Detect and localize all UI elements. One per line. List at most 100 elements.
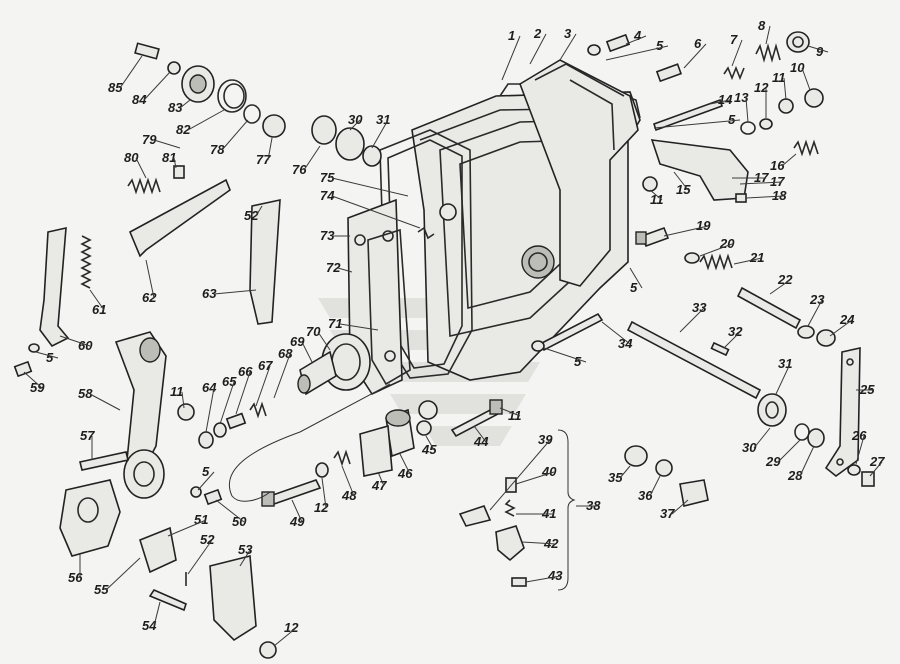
leader-line-62 [145,259,155,299]
bearing-76 [311,115,337,145]
leader-line-2 [529,33,547,65]
callout-30: 30 [742,440,757,455]
leader-line-1 [501,35,521,81]
callout-4: 4 [633,28,642,43]
leader-line-52 [187,539,213,575]
leader-lines [23,25,883,647]
leader-line-61 [89,289,105,311]
callout-20: 20 [719,236,735,251]
callout-71: 71 [328,316,342,331]
nut-10 [804,88,824,108]
callout-23: 23 [809,292,825,307]
leader-line-78 [221,119,249,151]
leader-line-59 [23,371,43,389]
callout-67: 67 [258,358,273,373]
pin-18 [735,193,747,203]
bearing-83 [181,65,215,103]
callout-79: 79 [142,132,157,147]
callout-26: 26 [851,428,867,443]
leader-line-50 [215,499,245,523]
callout-72: 72 [326,260,341,275]
callout-11: 11 [650,192,664,207]
leader-line-79 [153,139,181,149]
leader-line-5 [605,45,669,61]
callout-55: 55 [94,582,109,597]
leader-line-19 [663,225,709,237]
leader-line-77 [267,137,273,161]
leader-line-71 [339,323,379,331]
leader-line-8 [765,25,771,45]
leader-line-58 [89,393,121,411]
callout-21: 21 [749,250,764,265]
bolt-57 [79,451,129,471]
leader-line-67 [255,365,271,407]
spring-80 [127,177,161,195]
bolt-6 [655,63,683,83]
callout-31: 31 [376,112,390,127]
callout-35: 35 [608,470,623,485]
washer-20 [684,252,700,264]
washer-12-top [759,118,773,130]
rod-60 [39,226,70,348]
leader-line-81 [173,157,177,169]
detent-assembly-38 [458,429,576,591]
callout-28: 28 [787,468,803,483]
leader-line-6 [683,43,707,69]
callout-3: 3 [564,26,572,41]
callout-51: 51 [194,512,208,527]
leader-line-9 [807,45,829,53]
top-cover [519,59,639,287]
leader-line-12 [273,627,297,647]
leader-line-16 [781,153,797,167]
leader-line-37 [671,499,689,515]
callout-32: 32 [728,324,743,339]
callout-43: 43 [547,568,563,583]
leader-line-5 [543,347,587,363]
leader-line-49 [291,499,303,523]
callout-75: 75 [320,170,335,185]
spring-67 [249,401,267,419]
callout-5: 5 [46,350,54,365]
callout-58: 58 [78,386,93,401]
callout-19: 19 [696,218,711,233]
callout-76: 76 [292,162,307,177]
callout-5: 5 [574,354,582,369]
callout-81: 81 [162,150,176,165]
leader-line-5 [35,351,59,359]
callout-83: 83 [168,100,183,115]
callout-56: 56 [68,570,83,585]
bolt-14 [652,98,724,132]
callout-44: 44 [473,434,489,449]
lever-53 [209,554,257,642]
ring-78 [243,104,261,124]
callout-12: 12 [314,500,329,515]
leader-line-15 [673,171,689,191]
callout-12: 12 [284,620,299,635]
leader-line-66 [235,371,251,415]
leader-line-34 [601,321,631,345]
spring-21 [699,253,733,271]
callout-66: 66 [238,364,253,379]
gear-30-top [335,127,365,161]
nut-45 [416,400,438,436]
callout-36: 36 [638,488,653,503]
callout-84: 84 [132,92,147,107]
callout-12: 12 [754,80,769,95]
leader-line-4 [625,35,647,45]
callout-5: 5 [656,38,664,53]
nut-11-mid [642,176,658,192]
leader-line-31 [775,363,791,395]
leader-line-33 [679,307,705,333]
callout-80: 80 [124,150,139,165]
leader-line-18 [745,195,785,199]
shaft-33 [626,320,762,400]
gasket-71 [367,228,411,386]
callout-37: 37 [660,506,675,521]
callout-17: 17 [770,174,785,189]
pin-81 [173,165,185,179]
callout-5: 5 [728,112,736,127]
leader-line-54 [153,601,161,627]
